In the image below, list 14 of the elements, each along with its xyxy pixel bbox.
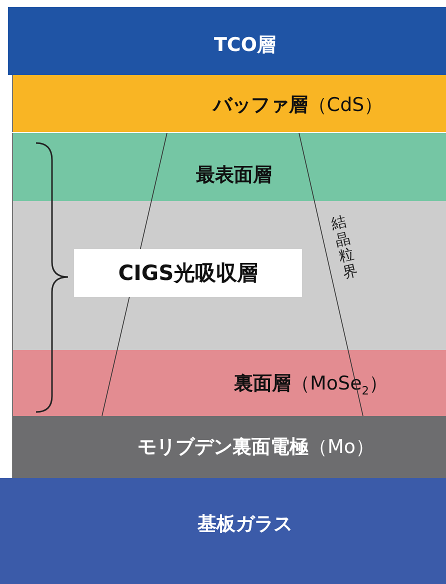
absorber-layer	[12, 201, 446, 350]
layer-band	[12, 350, 446, 416]
layer-label: TCO層	[214, 33, 276, 58]
layer-band	[0, 478, 446, 584]
boundary-label: 結晶粒界	[330, 213, 360, 281]
layer-label: 基板ガラス	[198, 512, 292, 537]
layer-band	[12, 416, 446, 478]
layer-label: モリブデン裏面電極（Mo）	[137, 435, 375, 460]
layer-band	[12, 133, 446, 201]
label-box: CIGS光吸収層	[74, 249, 302, 297]
layer-band	[8, 7, 446, 75]
layer-label: 最表面層	[196, 163, 272, 188]
layer-band	[12, 75, 446, 132]
layer-label: バッファ層（CdS）	[212, 93, 384, 118]
